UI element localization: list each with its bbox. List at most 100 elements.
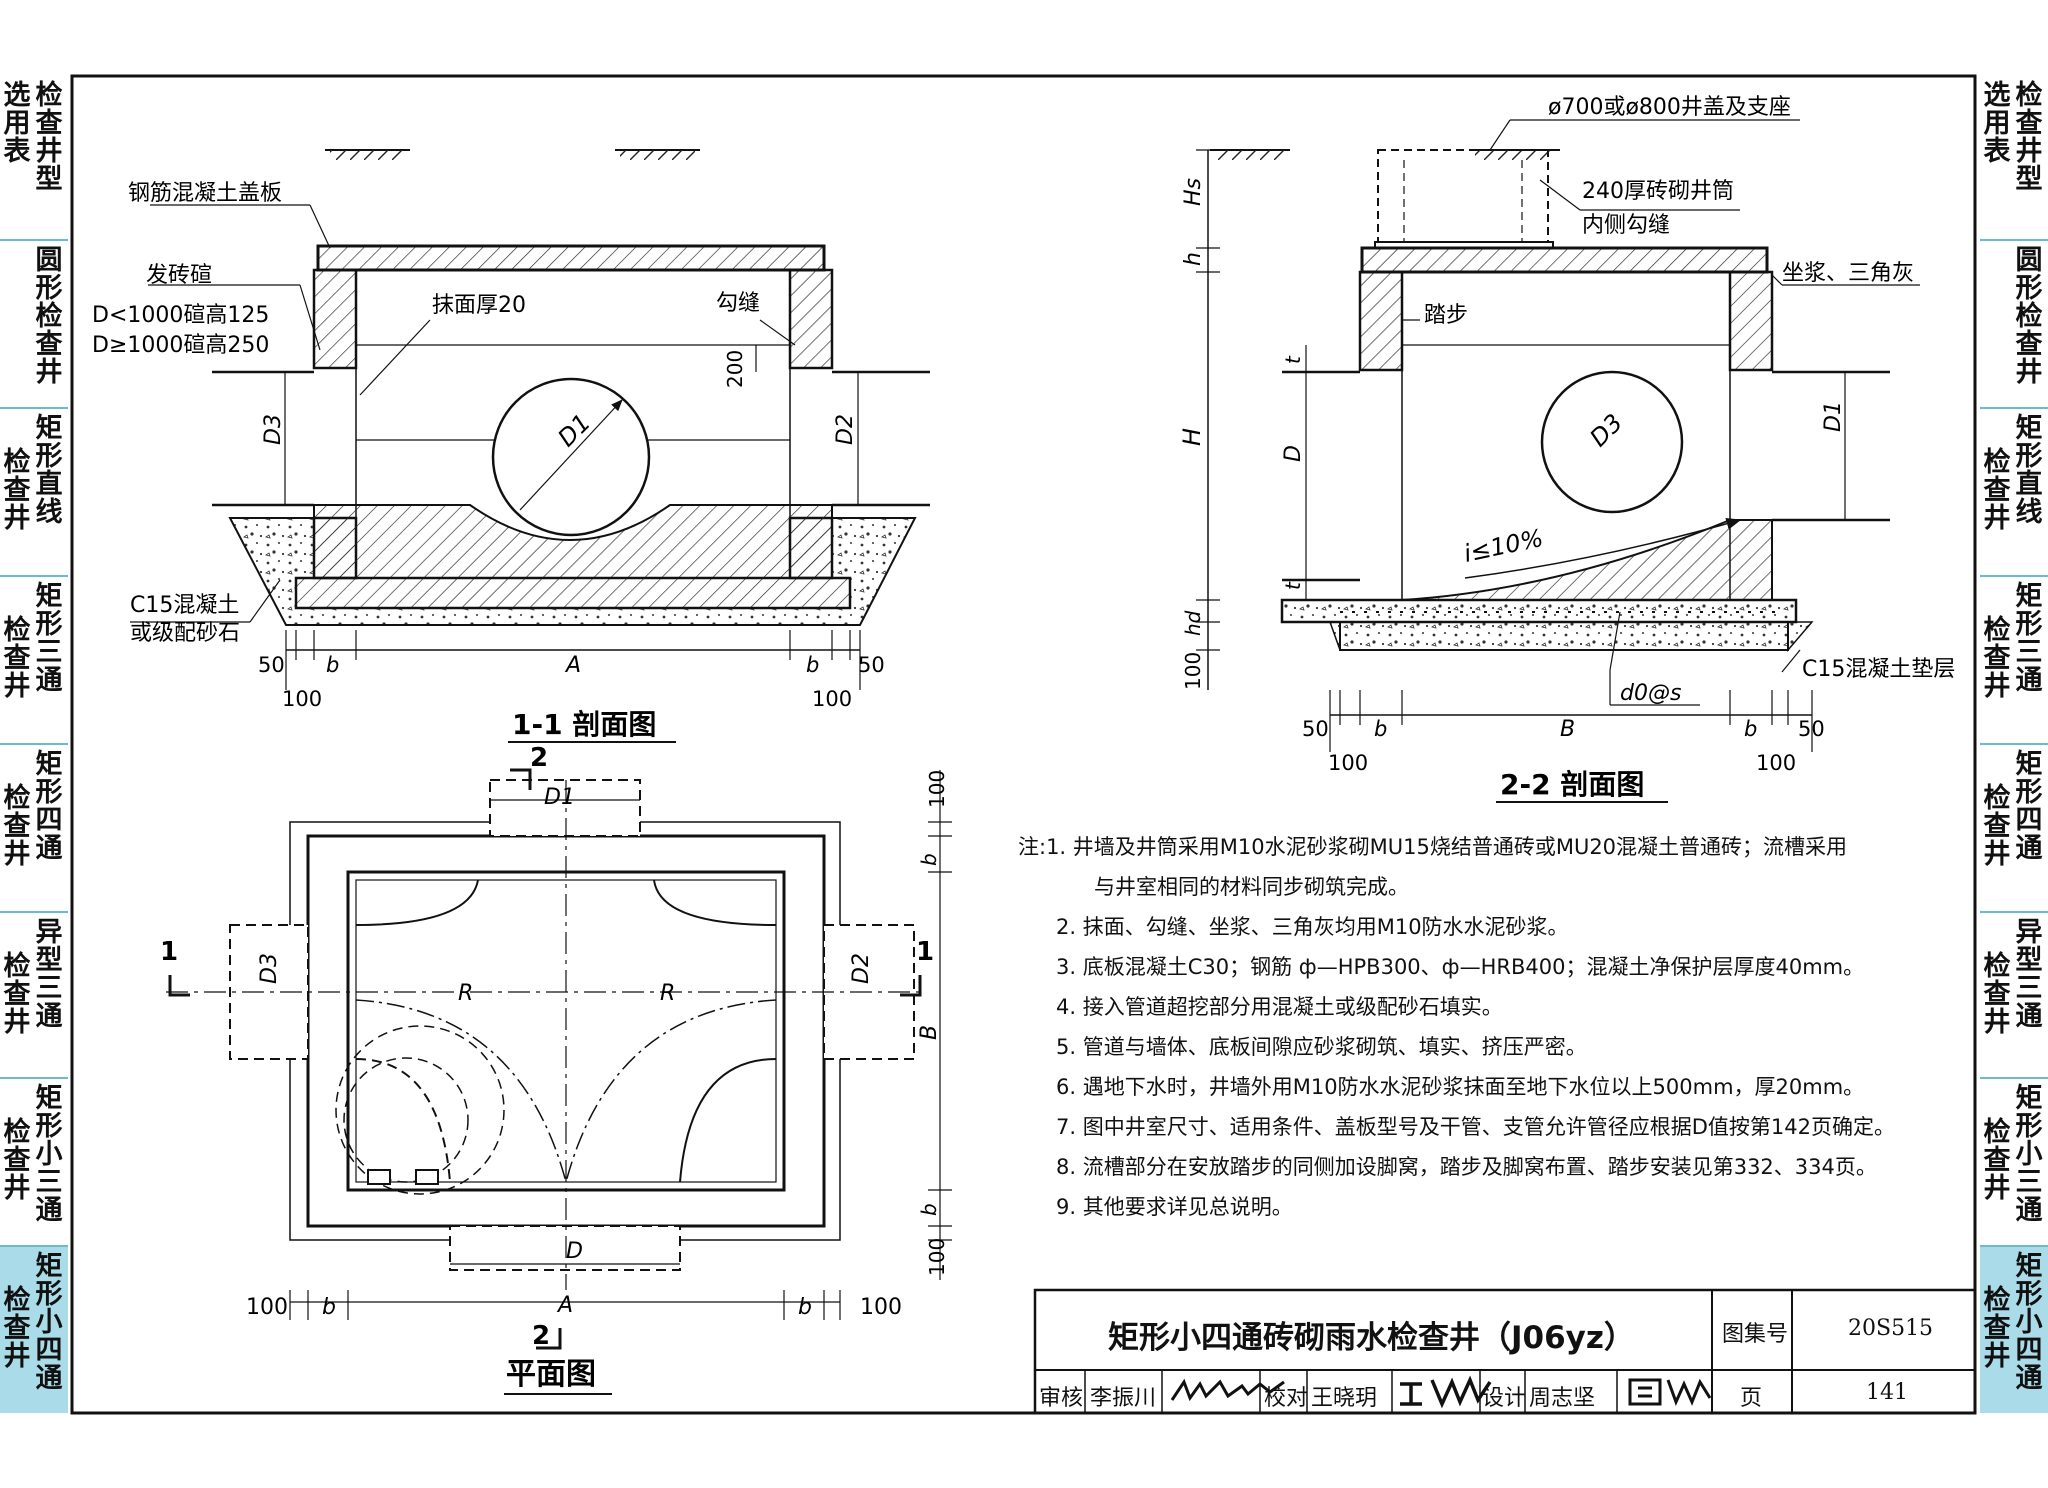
review-label: 审核 — [1039, 1386, 1084, 1411]
plan-b-right: b — [798, 1295, 812, 1320]
dim-h: h — [1181, 252, 1206, 266]
dim-D-vert: D — [1281, 445, 1306, 462]
atlas-label: 图集号 — [1722, 1322, 1789, 1347]
section-2-2: ø700或ø800井盖及支座 240厚砖砌井筒 内侧勾缝 坐浆、三角灰 踏步 H… — [1178, 95, 1955, 803]
tab-rect-small-tee[interactable]: 检查井矩形小三通 — [0, 1079, 68, 1247]
plan-B: B — [917, 1025, 942, 1040]
plan-100-top: 100 — [925, 770, 949, 808]
dim-t-bottom: t — [1281, 581, 1305, 590]
label-step: 踏步 — [1424, 303, 1468, 328]
sheet-frame — [70, 74, 1977, 1415]
design-label: 设计 — [1482, 1386, 1527, 1411]
plan-b-top: b — [917, 853, 941, 866]
dim-50-left-22: 50 — [1302, 717, 1329, 741]
label-slab: 钢筋混凝土盖板 — [128, 181, 282, 206]
reviewer-name: 李振川 — [1090, 1386, 1157, 1411]
checker-name: 王晓玥 — [1311, 1386, 1378, 1411]
label-dim200: 200 — [723, 350, 747, 388]
plan-100-right: 100 — [860, 1295, 902, 1320]
label-course-small: D<1000碹高125 — [92, 303, 269, 328]
plan-d1: D1 — [544, 785, 575, 810]
dim-50-right: 50 — [858, 653, 885, 677]
dim-100-right: 100 — [812, 687, 852, 711]
dim-b-right-22: b — [1744, 717, 1757, 741]
note-9: 9. 其他要求详见总说明。 — [1056, 1195, 1293, 1219]
label-d2: D2 — [833, 414, 858, 445]
signature-reviewer — [1170, 1378, 1285, 1402]
label-pointing: 勾缝 — [716, 291, 760, 316]
note-5: 5. 管道与墙体、底板间隙应砂浆砌筑、填实、挤压严密。 — [1056, 1035, 1587, 1059]
label-mortar: 坐浆、三角灰 — [1782, 261, 1914, 286]
plan-R-right: R — [660, 981, 675, 1006]
dim-50-left: 50 — [258, 653, 285, 677]
dim-B-22: B — [1560, 717, 1575, 742]
note-1-cont: 与井室相同的材料同步砌筑完成。 — [1094, 875, 1409, 899]
dim-100-left-22: 100 — [1328, 751, 1368, 775]
label-gravel: 或级配砂石 — [130, 621, 240, 646]
note-6: 6. 遇地下水时，井墙外用M10防水水泥砂浆抹面至地下水位以上500mm，厚20… — [1056, 1075, 1865, 1099]
tab-rect-cross[interactable]: 检查井矩形四通 — [0, 745, 68, 913]
plan-100-left: 100 — [246, 1295, 288, 1320]
tab-selection-table[interactable]: 选用表检查井型 — [0, 76, 68, 241]
note-8: 8. 流槽部分在安放踏步的同侧加设脚窝，踏步及脚窝布置、踏步安装见第332、33… — [1056, 1155, 1877, 1179]
note-2: 2. 抹面、勾缝、坐浆、三角灰均用M10防水水泥砂浆。 — [1056, 915, 1569, 939]
note-4: 4. 接入管道超挖部分用混凝土或级配砂石填实。 — [1056, 995, 1503, 1019]
label-rebar: d0@s — [1620, 681, 1681, 706]
plan-view: 2 1 1 2 D1 D3 D2 D R R B b b 100 100 100… — [160, 743, 952, 1395]
plan-d3: D3 — [257, 953, 282, 984]
note-7: 7. 图中井室尺寸、适用条件、盖板型号及干管、支管允许管径应根据D值按第142页… — [1056, 1115, 1895, 1139]
tab-rect-tee-right[interactable]: 检查井矩形三通 — [1980, 577, 2048, 745]
title-plan: 平面图 — [506, 1357, 596, 1392]
tab-rect-straight-right[interactable]: 检查井矩形直线 — [1980, 409, 2048, 577]
designer-name: 周志坚 — [1529, 1386, 1596, 1411]
dim-b-right: b — [806, 653, 819, 677]
atlas-number: 20S515 — [1848, 1316, 1934, 1341]
page-number: 141 — [1866, 1380, 1908, 1405]
label-brick-course: 发砖碹 — [146, 263, 212, 288]
drawing-title: 矩形小四通砖砌雨水检查井（J06yz） — [1108, 1320, 1635, 1356]
label-cover: ø700或ø800井盖及支座 — [1548, 95, 1791, 120]
label-shaft: 240厚砖砌井筒 — [1582, 179, 1734, 204]
plan-D: D — [566, 1239, 583, 1264]
tab-rect-small-cross-right[interactable]: 检查井矩形小四通 — [1980, 1247, 2048, 1413]
dim-hs: Hs — [1181, 178, 1206, 206]
dim-b-left: b — [326, 653, 339, 677]
dim-100-vert: 100 — [1181, 652, 1205, 690]
dim-b-left-22: b — [1374, 717, 1387, 741]
cut-1-right: 1 — [916, 937, 934, 967]
note-3: 3. 底板混凝土C30；钢筋 ф—HPB300、ф—HRB400；混凝土净保护层… — [1056, 955, 1865, 979]
tab-special-tee-right[interactable]: 检查井异型三通 — [1980, 913, 2048, 1079]
title-block-lines — [1033, 1288, 1977, 1415]
label-plaster: 抹面厚20 — [432, 293, 526, 318]
tab-rect-cross-right[interactable]: 检查井矩形四通 — [1980, 745, 2048, 913]
dim-hd: hd — [1181, 610, 1205, 636]
left-tab-strip: 选用表检查井型 圆形检查井 检查井矩形直线 检查井矩形三通 检查井矩形四通 检查… — [0, 76, 68, 1413]
tab-rect-small-tee-right[interactable]: 检查井矩形小三通 — [1980, 1079, 2048, 1247]
dim-100-right-22: 100 — [1756, 751, 1796, 775]
label-slope: i≤10% — [1461, 524, 1545, 568]
tab-special-tee[interactable]: 检查井异型三通 — [0, 913, 68, 1079]
title-section-1-1: 1-1 剖面图 — [512, 708, 656, 741]
tab-rect-straight[interactable]: 检查井矩形直线 — [0, 409, 68, 577]
plan-b-bottom: b — [917, 1203, 941, 1216]
cut-1-left: 1 — [160, 937, 178, 967]
dim-a: A — [564, 653, 581, 678]
title-section-2-2: 2-2 剖面图 — [1500, 768, 1644, 801]
cut-2-bottom: 2 — [532, 1321, 550, 1351]
signature-checker — [1400, 1375, 1492, 1409]
tab-rect-small-cross[interactable]: 检查井矩形小四通 — [0, 1247, 68, 1413]
tab-round-well[interactable]: 圆形检查井 — [0, 241, 68, 409]
dim-100-left: 100 — [282, 687, 322, 711]
label-d1-pipe: D1 — [1821, 401, 1846, 432]
right-tab-strip: 选用表检查井型 圆形检查井 检查井矩形直线 检查井矩形三通 检查井矩形四通 检查… — [1980, 76, 2048, 1413]
tab-rect-tee[interactable]: 检查井矩形三通 — [0, 577, 68, 745]
signature-designer — [1628, 1378, 1712, 1407]
label-c15pad: C15混凝土垫层 — [1802, 657, 1955, 682]
section-1-1: 钢筋混凝土盖板 发砖碹 D<1000碹高125 D≥1000碹高250 抹面厚2… — [92, 149, 930, 743]
tab-round-well-right[interactable]: 圆形检查井 — [1980, 241, 2048, 409]
tab-selection-table-right[interactable]: 选用表检查井型 — [1980, 76, 2048, 241]
check-label: 校对 — [1264, 1386, 1309, 1411]
plan-100-bottom: 100 — [925, 1238, 949, 1276]
label-inner: 内侧勾缝 — [1582, 213, 1670, 238]
dim-50-right-22: 50 — [1798, 717, 1825, 741]
